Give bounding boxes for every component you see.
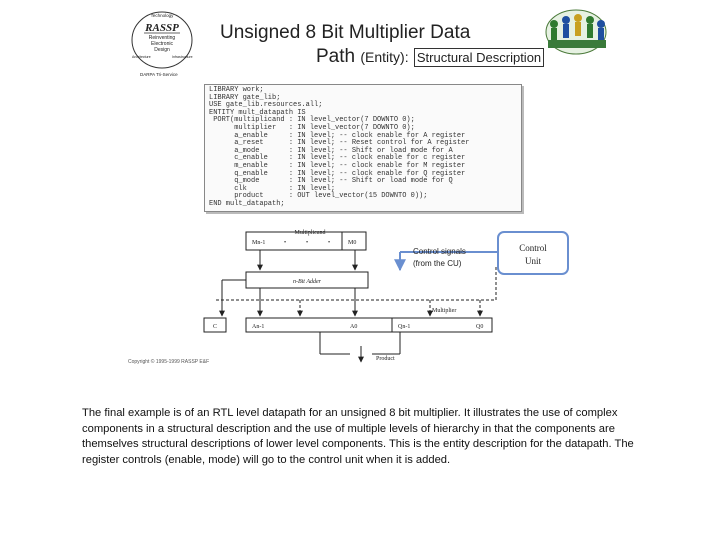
code-line: USE gate_lib.resources.all; bbox=[209, 101, 323, 110]
code-line: END mult_datapath; bbox=[209, 199, 285, 208]
logo-sub-1: Reinventing bbox=[149, 35, 176, 41]
copyright-text: Copyright © 1995-1999 RASSP E&F bbox=[128, 359, 210, 365]
people-globe-icon bbox=[545, 9, 607, 55]
logo-sub-2: Electronic bbox=[151, 41, 173, 47]
slide-title-line1: Unsigned 8 Bit Multiplier Data bbox=[220, 22, 471, 43]
vhdl-code-box: LIBRARY work;LIBRARY gate_lib;USE gate_l… bbox=[204, 84, 522, 212]
logo-sub-3: Design bbox=[154, 47, 170, 53]
c-label: C bbox=[213, 324, 217, 330]
m-high-label: Mn-1 bbox=[252, 240, 265, 246]
code-line: multiplier : IN level_vector(7 DOWNTO 0)… bbox=[209, 123, 415, 132]
control-signals-label-2: (from the CU) bbox=[413, 259, 462, 268]
m-low-label: M0 bbox=[348, 240, 356, 246]
multiplicand-label: Multiplicand bbox=[295, 230, 326, 236]
code-line: c_enable : IN level; -- clock enable for… bbox=[209, 154, 466, 163]
title-path: Path bbox=[316, 46, 356, 67]
code-line: q_mode : IN level; -- Shift or load mode… bbox=[209, 177, 453, 186]
aq-register bbox=[245, 317, 493, 333]
c-register bbox=[203, 317, 227, 333]
slide-title-line2: Path (Entity): Structural Description bbox=[316, 46, 545, 68]
dot-2: • bbox=[306, 240, 308, 246]
rassp-logo: Technology RASSP Reinventing Electronic … bbox=[131, 11, 193, 77]
logo-bottom-text: DARPA Tri-Service bbox=[140, 72, 178, 77]
adder-label: n-Bit Adder bbox=[293, 279, 322, 285]
logo-right-text: Infrastructure bbox=[172, 55, 193, 59]
logo-name: RASSP bbox=[144, 22, 179, 34]
code-line: LIBRARY work; bbox=[209, 86, 264, 94]
a-high-label: An-1 bbox=[252, 324, 264, 330]
dot-3: • bbox=[328, 240, 330, 246]
code-line: a_enable : IN level; -- clock enable for… bbox=[209, 131, 466, 140]
q-low-label: Q0 bbox=[476, 324, 483, 330]
product-label: Product bbox=[376, 356, 395, 362]
title-structural: Structural Description bbox=[413, 48, 545, 67]
a-low-label: A0 bbox=[350, 324, 357, 330]
q-high-label: Qn-1 bbox=[398, 324, 410, 330]
control-unit-label-1: Control bbox=[519, 243, 547, 253]
datapath-diagram: Multiplicand Mn-1 • • • M0 n-Bit Adder M… bbox=[203, 230, 569, 363]
code-line: a_reset : IN level; -- Reset control for… bbox=[209, 139, 470, 148]
code-line: clk : IN level; bbox=[209, 184, 336, 193]
code-line: m_enable : IN level; -- clock enable for… bbox=[209, 161, 466, 170]
control-unit-box bbox=[497, 231, 569, 275]
code-line: LIBRARY gate_lib; bbox=[209, 93, 281, 102]
code-line: ENTITY mult_datapath IS bbox=[209, 108, 306, 117]
dot-1: • bbox=[284, 240, 286, 246]
control-unit-label-2: Unit bbox=[525, 256, 542, 266]
code-line: product : OUT level_vector(15 DOWNTO 0))… bbox=[209, 192, 428, 201]
code-line: q_enable : IN level; -- clock enable for… bbox=[209, 169, 466, 178]
logo-top-text: Technology bbox=[151, 13, 175, 18]
title-entity: (Entity): bbox=[360, 49, 409, 65]
control-signals-label-1: Control signals bbox=[413, 247, 466, 256]
description-paragraph: The final example is of an RTL level dat… bbox=[82, 407, 634, 466]
code-line: PORT(multiplicand : IN level_vector(7 DO… bbox=[209, 116, 415, 125]
code-line: a_mode : IN level; -- Shift or load mode… bbox=[209, 146, 453, 155]
multiplier-label: Multiplier bbox=[432, 308, 456, 314]
logo-left-text: Architecture bbox=[132, 55, 151, 59]
multiplicand-register bbox=[245, 231, 367, 251]
